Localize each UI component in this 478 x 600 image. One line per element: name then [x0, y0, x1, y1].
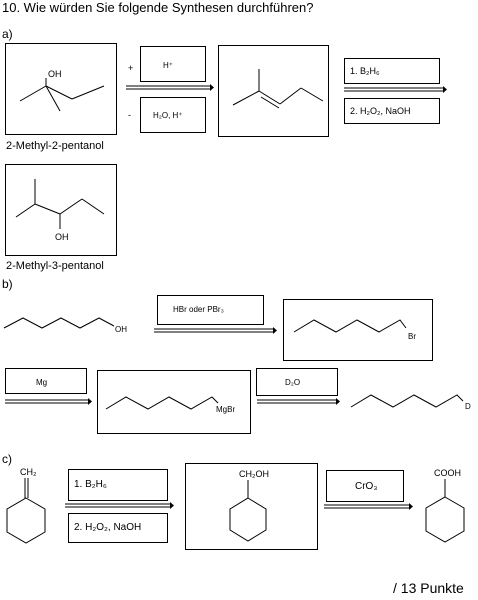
ch2-label: CH₂ [20, 467, 37, 477]
hexanol-structure: OH [3, 317, 127, 334]
molecule-2-methyl-3-pentanol-box: OH [5, 164, 117, 256]
hydroboration-c-step1-box: 1. B₂H₆ [68, 469, 168, 501]
minus-sign: - [128, 110, 131, 120]
reaction-arrow-b1 [154, 327, 277, 334]
molecule-1-name: 2-Methyl-2-pentanol [6, 140, 104, 152]
reagent-d2o-text: D₂O [285, 378, 301, 387]
molecule-2-methyl-2-pentanol-box: OH [5, 43, 117, 135]
score-points: / 13 Punkte [393, 580, 464, 596]
cyclohexylmethanol-structure: CH₂OH [229, 469, 269, 542]
hydroboration-c-step1-text: 1. B₂H₆ [74, 479, 107, 490]
bromohexane-br-label: Br [408, 332, 416, 341]
hydroboration-step1-box: 1. B₂H₆ [344, 58, 440, 84]
reagent-water-acid-text: H₂O, H⁺ [153, 111, 183, 120]
reagent-hbr-box: HBr oder PBr₃ [157, 295, 264, 325]
bromohexane-box: Br [283, 299, 433, 361]
reagent-mg-box: Mg [5, 368, 87, 394]
reagent-acid-text: H⁺ [163, 61, 173, 70]
reaction-arrow-a2 [344, 86, 447, 93]
2-methyl-2-pentene-structure [232, 69, 324, 109]
hydroboration-c-step2-box: 2. H₂O₂, NaOH [68, 513, 168, 543]
reagent-d2o-box: D₂O [256, 368, 338, 396]
mol1-oh-label: OH [48, 69, 62, 79]
mol2-oh-label: OH [55, 232, 69, 242]
reagent-cro3-text: CrO₃ [355, 481, 378, 492]
deuterohexane-d-label: D [465, 402, 471, 411]
reaction-arrow-a1 [126, 84, 214, 91]
reagent-cro3-box: CrO₃ [326, 470, 404, 502]
reaction-arrow-b3 [257, 398, 340, 405]
hexanol-oh-label: OH [115, 325, 127, 334]
reaction-arrow-c1 [65, 502, 174, 509]
cyclohexylmethanol-box: CH₂OH [185, 463, 318, 550]
grignard-structure: MgBr [105, 396, 235, 414]
cooh-label: COOH [434, 468, 461, 478]
molecule-2-methyl-2-pentanol-structure: OH [19, 69, 105, 112]
reagent-water-acid-box: H₂O, H⁺ [140, 97, 206, 133]
ch2oh-label: CH₂OH [239, 469, 269, 479]
part-b-label: b) [2, 277, 13, 291]
molecule-2-name: 2-Methyl-3-pentanol [6, 260, 104, 272]
reaction-arrow-c2 [324, 503, 413, 510]
alkene-product-box [218, 45, 329, 137]
part-c-label: c) [2, 452, 12, 466]
cyclohexanecarboxylic-acid-structure: COOH [425, 468, 465, 543]
hydroboration-step2-text: 2. H₂O₂, NaOH [350, 106, 411, 116]
grignard-box: MgBr [97, 370, 251, 434]
hydroboration-step1-text: 1. B₂H₆ [350, 66, 380, 76]
reaction-arrow-b2 [5, 398, 92, 405]
reagent-acid-box: H⁺ [140, 46, 206, 82]
plus-sign: + [128, 63, 134, 73]
bromohexane-structure: Br [293, 319, 416, 341]
hydroboration-c-step2-text: 2. H₂O₂, NaOH [74, 522, 142, 533]
reagent-hbr-text: HBr oder PBr₃ [173, 305, 224, 314]
reagent-mg-text: Mg [36, 378, 48, 387]
hydroboration-step2-box: 2. H₂O₂, NaOH [344, 98, 440, 124]
part-a-label: a) [2, 27, 13, 41]
grignard-mgbr-label: MgBr [216, 405, 235, 414]
molecule-2-methyl-3-pentanol-structure: OH [15, 179, 105, 242]
methylenecyclohexane-structure: CH₂ [6, 467, 46, 544]
deuterohexane-structure: D [350, 394, 471, 411]
question-title: 10. Wie würden Sie folgende Synthesen du… [2, 0, 314, 15]
